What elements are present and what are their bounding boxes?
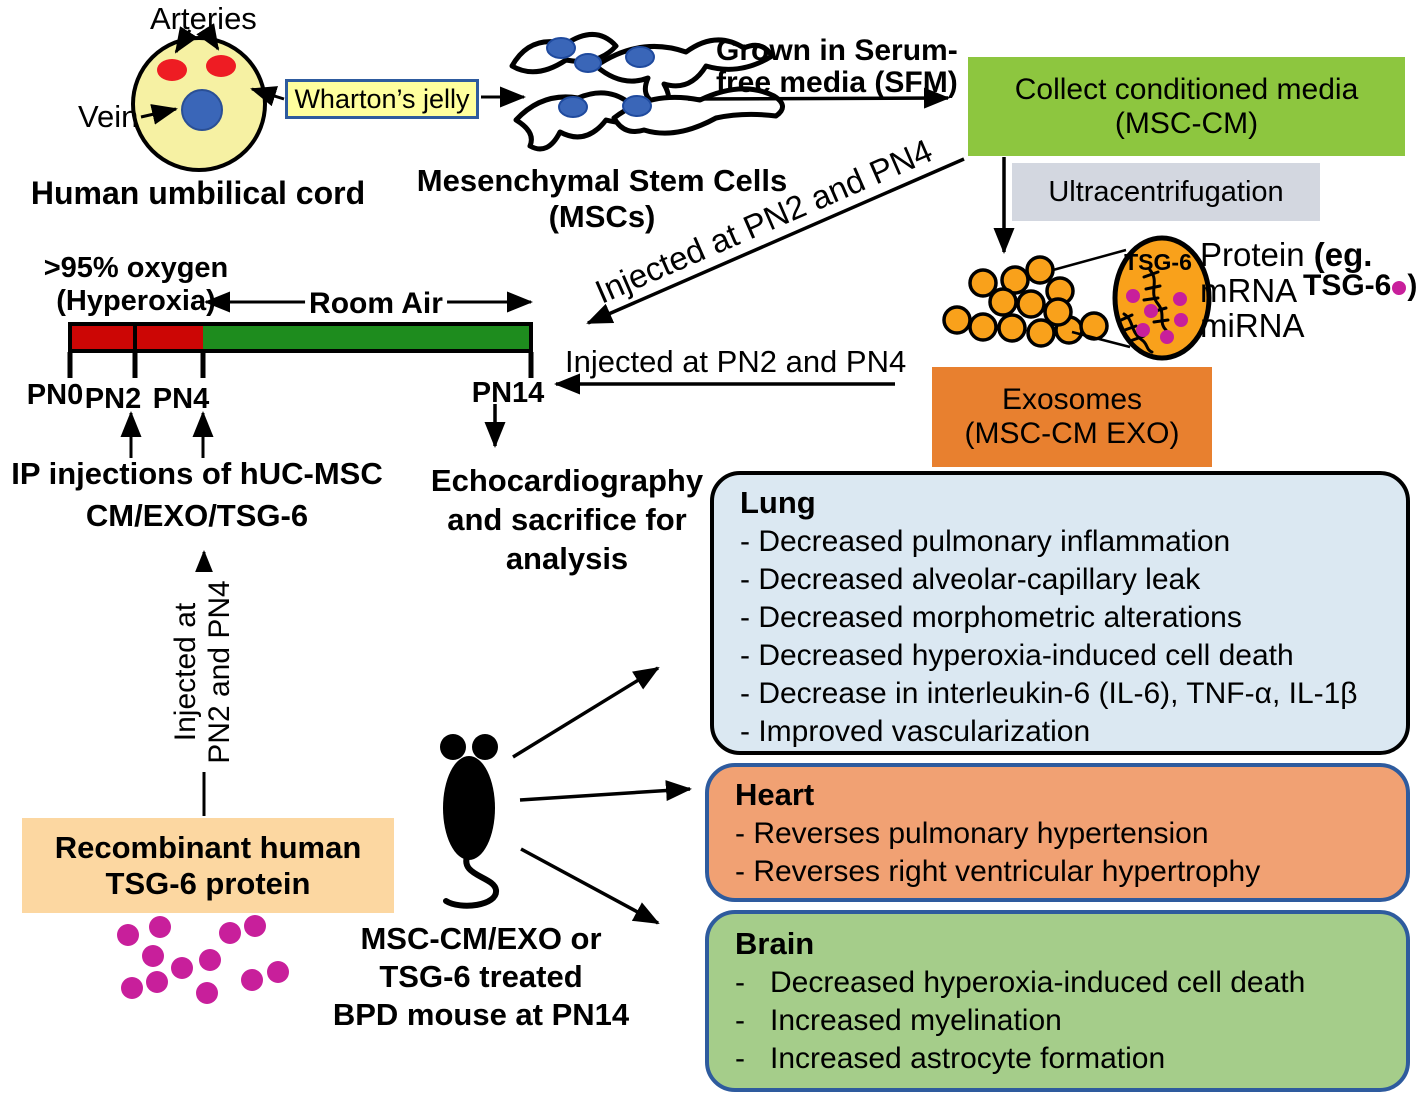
list-item: - Reverses right ventricular hypertrophy bbox=[735, 855, 1261, 888]
tsg6-close-paren: ) bbox=[1407, 269, 1418, 302]
list-item: - Reverses pulmonary hypertension bbox=[735, 817, 1209, 850]
protein-eg: (eg. bbox=[1313, 236, 1373, 273]
mouse-caption-line3: BPD mouse at PN14 bbox=[332, 997, 630, 1032]
vein-label: Vein bbox=[78, 99, 139, 134]
mrna-label: mRNA bbox=[1200, 272, 1298, 309]
arrow bbox=[174, 26, 198, 54]
brain-results-box: Brain - Decreased hyperoxia-induced cell… bbox=[705, 910, 1410, 1092]
lung-title: Lung bbox=[740, 485, 816, 520]
recombinant-line2: TSG-6 protein bbox=[105, 865, 311, 901]
pn2-label: PN2 bbox=[84, 383, 142, 415]
whartons-jelly-label: Wharton’s jelly bbox=[294, 83, 470, 114]
mouse-caption-line1: MSC-CM/EXO or bbox=[360, 921, 602, 956]
lung-results-box: Lung - Decreased pulmonary inflammation … bbox=[710, 471, 1410, 755]
arteries-label: Arteries bbox=[150, 1, 257, 36]
arrow bbox=[586, 157, 965, 325]
injected-vertical-line1: Injected at bbox=[169, 602, 202, 742]
injected-vertical-label: Injected at PN2 and PN4 bbox=[169, 572, 237, 772]
arrow bbox=[196, 23, 220, 51]
mouse-icon bbox=[440, 734, 499, 909]
list-item: - Decrease in interleukin-6 (IL-6), TNF-… bbox=[740, 677, 1358, 710]
echo-line2: and sacrifice for bbox=[447, 502, 687, 537]
pn4-label: PN4 bbox=[152, 383, 210, 415]
tsg6-dot-icon bbox=[1392, 281, 1407, 295]
exosome-cluster-icon bbox=[942, 255, 1109, 348]
umbilical-cord-caption: Human umbilical cord bbox=[30, 175, 366, 211]
ip-injections-line2: CM/EXO/TSG-6 bbox=[85, 498, 309, 533]
list-item: - Decreased hyperoxia-induced cell death bbox=[735, 966, 1306, 999]
list-item: - Decreased alveolar-capillary leak bbox=[740, 563, 1201, 596]
tsg6-dots-icon bbox=[1126, 289, 1188, 344]
pn14-label: PN14 bbox=[471, 377, 545, 409]
protein-label: Protein (eg. bbox=[1200, 236, 1373, 274]
arrow bbox=[250, 86, 285, 107]
msc-nuclei-icon bbox=[546, 37, 655, 118]
msc-caption-line1: Mesenchymal Stem Cells bbox=[416, 163, 788, 198]
tsg6-cargo-label: TSG-6) bbox=[1303, 269, 1417, 303]
protein-word: Protein bbox=[1200, 236, 1314, 273]
msc-caption-line2: (MSCs) bbox=[548, 199, 656, 234]
heart-title: Heart bbox=[735, 777, 815, 812]
list-item: - Decreased hyperoxia-induced cell death bbox=[740, 639, 1294, 672]
exosome-vesicle-icon bbox=[1112, 235, 1212, 361]
timeline-bar bbox=[67, 322, 534, 378]
artery-icon bbox=[206, 55, 236, 77]
exosomes-box-line1: Exosomes bbox=[1001, 383, 1143, 416]
tsg6-protein-dots-icon bbox=[117, 915, 289, 1004]
arrow bbox=[140, 104, 178, 125]
heart-results-box: Heart - Reverses pulmonary hypertension … bbox=[705, 763, 1410, 902]
list-item: - Increased myelination bbox=[735, 1004, 1062, 1037]
arrow bbox=[512, 666, 660, 759]
magnify-line bbox=[1052, 248, 1127, 272]
list-item: - Increased astrocyte formation bbox=[735, 1042, 1166, 1075]
grown-sfm-line1: Grown in Serum- bbox=[716, 34, 958, 67]
collect-box-line1: Collect conditioned media bbox=[1014, 72, 1359, 106]
recombinant-line1: Recombinant human bbox=[54, 829, 362, 865]
echo-line1: Echocardiography bbox=[430, 463, 704, 498]
arrow bbox=[687, 87, 950, 109]
mirna-label: miRNA bbox=[1200, 307, 1305, 344]
vein-icon bbox=[181, 89, 223, 131]
grown-sfm-line2: free media (SFM) bbox=[716, 66, 958, 99]
list-item: - Decreased pulmonary inflammation bbox=[740, 525, 1231, 558]
whartons-jelly-box: Wharton’s jelly bbox=[285, 79, 479, 119]
collect-box-line2: (MSC-CM) bbox=[1114, 106, 1259, 140]
room-air-label: Room Air bbox=[305, 287, 447, 321]
pn0-label: PN0 bbox=[26, 379, 84, 411]
ultracentrifugation-box: Ultracentrifugation bbox=[1012, 163, 1320, 221]
oxygen-label-line2: (Hyperoxia) bbox=[56, 285, 216, 317]
exosomes-box-line2: (MSC-CM EXO) bbox=[964, 417, 1180, 450]
exosomes-box: Exosomes (MSC-CM EXO) bbox=[932, 367, 1212, 467]
arrow bbox=[519, 780, 692, 802]
arrow bbox=[520, 847, 660, 925]
list-item: - Decreased morphometric alterations bbox=[740, 601, 1242, 634]
umbilical-cord-icon bbox=[131, 36, 267, 172]
mouse-caption-line2: TSG-6 treated bbox=[379, 959, 583, 994]
artery-icon bbox=[157, 59, 187, 81]
echo-line3: analysis bbox=[505, 541, 629, 576]
oxygen-label-line1: >95% oxygen bbox=[43, 252, 229, 284]
magnify-line bbox=[1071, 330, 1131, 349]
collect-conditioned-media-box: Collect conditioned media (MSC-CM) bbox=[968, 57, 1405, 156]
injected-vertical-line2: PN2 and PN4 bbox=[203, 580, 236, 764]
ultracentrifugation-label: Ultracentrifugation bbox=[1048, 175, 1284, 208]
brain-title: Brain bbox=[735, 926, 815, 961]
ip-injections-line1: IP injections of hUC-MSC bbox=[11, 456, 383, 491]
recombinant-tsg6-box: Recombinant human TSG-6 protein bbox=[22, 818, 394, 913]
list-item: - Improved vascularization bbox=[740, 715, 1091, 748]
injected-horizontal-label: Injected at PN2 and PN4 bbox=[565, 344, 907, 379]
vesicle-tsg6-label: TSG-6 bbox=[1124, 249, 1192, 275]
tsg6-word: TSG-6 bbox=[1303, 269, 1392, 302]
